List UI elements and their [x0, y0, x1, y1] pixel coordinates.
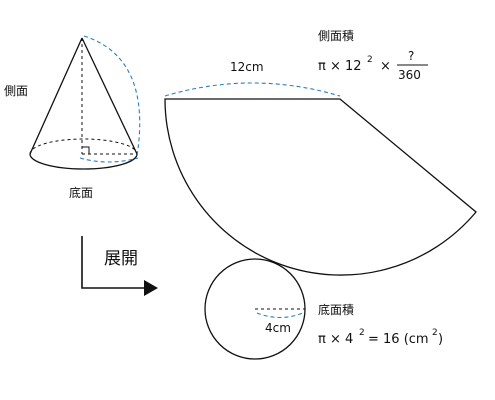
sector-radius-label: 12cm	[230, 60, 264, 74]
lateral-area-formula-exp: 2	[367, 55, 373, 65]
lateral-area-title: 側面積	[318, 28, 354, 43]
development-label: 展開	[104, 249, 138, 269]
cone-side-label: 側面	[4, 84, 28, 98]
base-area-formula-left: π × 4	[318, 332, 353, 347]
lateral-area-formula-left: π × 12	[318, 59, 362, 74]
lateral-area-formula-times: ×	[380, 59, 391, 74]
base-circle-radius-label: 4cm	[265, 321, 291, 335]
cone-base-dashed-arc	[79, 157, 139, 163]
base-area-formula-mid: = 16 (cm	[368, 332, 429, 347]
fraction-numerator: ?	[408, 49, 414, 63]
cone-base-back	[29, 138, 138, 155]
sector-radius-dashed-arc	[164, 82, 341, 97]
right-angle-marker	[82, 146, 90, 154]
cone-slant-dashed-arc	[83, 35, 141, 157]
base-circle-radius-dashed-arc	[256, 312, 304, 319]
cone-base-front	[29, 153, 138, 170]
cone	[29, 37, 138, 170]
cone-base-label: 底面	[69, 185, 93, 200]
sector	[164, 98, 477, 276]
base-area-formula-unit-exp: 2	[432, 328, 438, 338]
base-area-title: 底面積	[318, 302, 354, 317]
development-arrow	[81, 236, 148, 289]
cone-right-edge	[81, 37, 138, 155]
development-arrow-head	[144, 280, 158, 296]
fraction-denominator: 360	[398, 68, 421, 82]
base-area-formula-exp: 2	[359, 328, 365, 338]
cone-left-edge	[29, 37, 83, 155]
base-area-formula-end: )	[438, 332, 443, 347]
